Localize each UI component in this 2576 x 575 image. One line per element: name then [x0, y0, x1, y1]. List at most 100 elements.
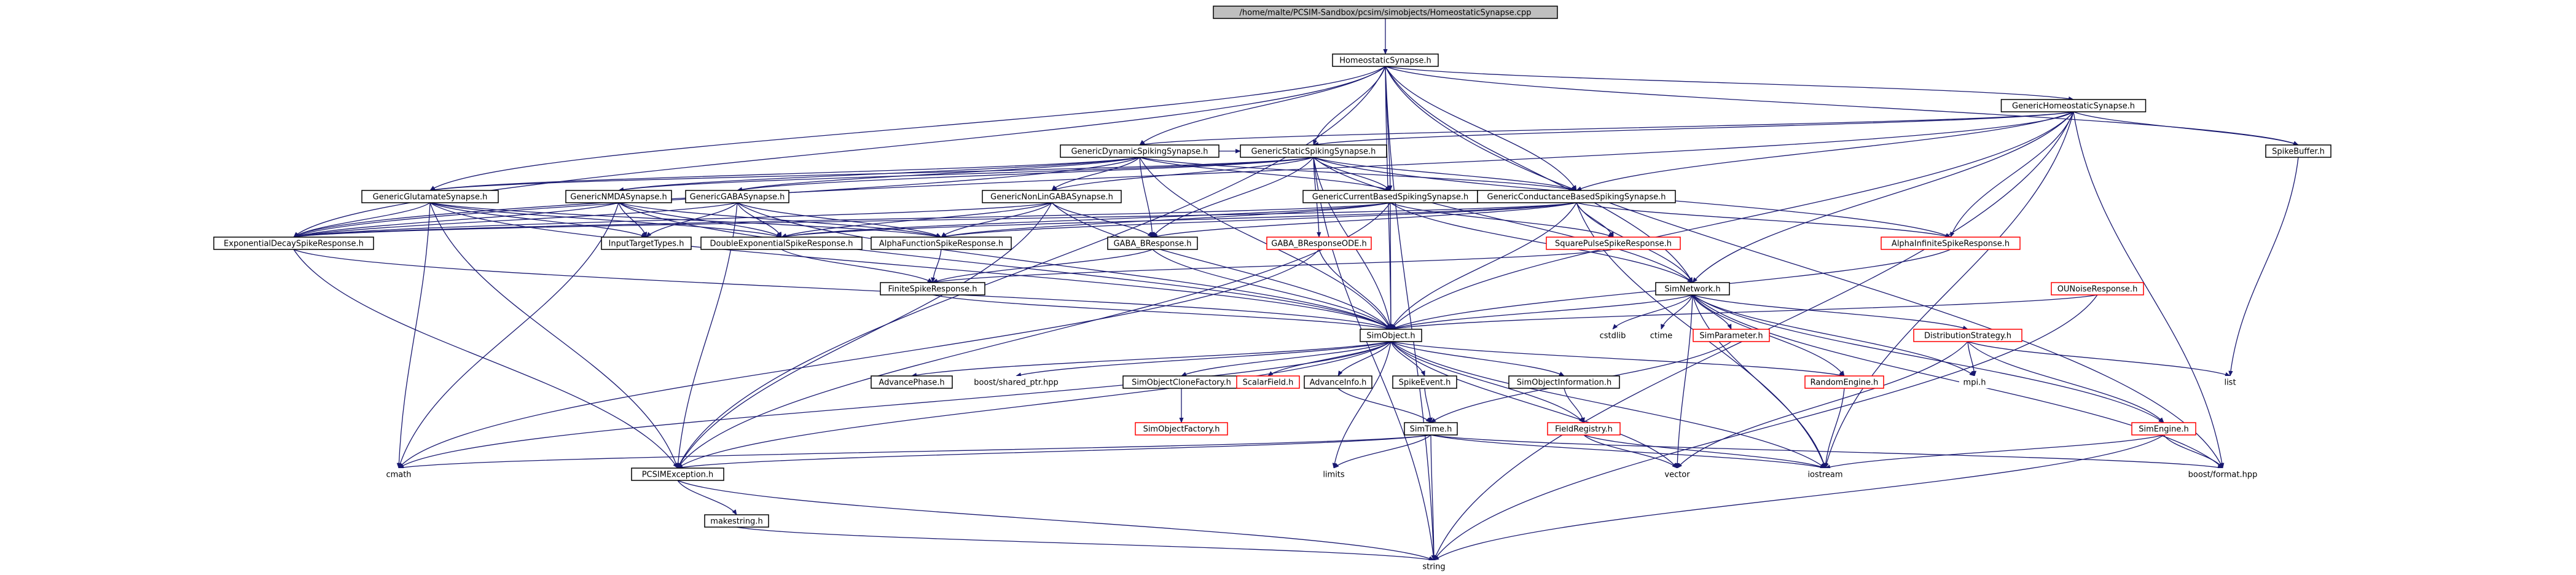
node-box-SimObjectInformation — [1508, 375, 1620, 389]
edge-GenericGlutamateSynapse-to-ExponentialDecaySpikeResponse — [293, 202, 431, 238]
edge-SimObject-to-FieldRegistry — [1390, 341, 1584, 423]
node-GenericStaticSpikingSynapse[interactable]: GenericStaticSpikingSynapse.h — [1240, 144, 1387, 158]
edge-SimEngine-to-iostream — [1825, 434, 2164, 469]
node-SimParameter[interactable]: SimParameter.h — [1693, 329, 1770, 342]
node-box-ExponentialDecaySpikeResponse — [213, 237, 374, 250]
node-box-GenericNonLinGABASynapse — [982, 190, 1122, 203]
node-label-GenericCurrentBasedSpikingSynapse: GenericCurrentBasedSpikingSynapse.h — [1312, 193, 1468, 202]
node-vector: vector — [1659, 468, 1696, 480]
node-label-root: /home/malte/PCSIM-Sandbox/pcsim/simobjec… — [1240, 9, 1532, 18]
node-bg-string — [1416, 560, 1452, 573]
node-label-GenericDynamicSpikingSynapse: GenericDynamicSpikingSynapse.h — [1071, 147, 1208, 157]
node-AdvanceInfo[interactable]: AdvanceInfo.h — [1304, 375, 1372, 389]
node-box-FiniteSpikeResponse — [880, 282, 985, 295]
node-bg-limits — [1317, 468, 1351, 480]
node-bg-mpi — [1959, 376, 1990, 388]
node-PCSIMException[interactable]: PCSIMException.h — [631, 467, 724, 481]
edge-GenericConductanceBasedSpikingSynapse-to-AlphaInfiniteSpikeResponse — [1576, 202, 1951, 238]
node-RandomEngine[interactable]: RandomEngine.h — [1804, 375, 1884, 389]
node-label-SpikeBuffer: SpikeBuffer.h — [2272, 147, 2325, 157]
node-bg-cmath — [380, 468, 418, 480]
node-SimObjectInformation[interactable]: SimObjectInformation.h — [1508, 375, 1620, 389]
edge-GenericDynamicSpikingSynapse-to-GenericGlutamateSynapse — [429, 157, 1140, 192]
edge-SimObject-to-cmath — [398, 341, 1392, 469]
node-box-SimNetwork — [1655, 282, 1730, 295]
edge-SpikeEvent-to-SimTime — [1424, 388, 1433, 423]
edge-GenericStaticSpikingSynapse-to-GenericGABASynapse — [737, 157, 1314, 192]
node-AlphaFunctionSpikeResponse[interactable]: AlphaFunctionSpikeResponse.h — [871, 237, 1012, 250]
node-label-ctime: ctime — [1650, 332, 1673, 341]
node-AdvancePhase[interactable]: AdvancePhase.h — [871, 375, 953, 389]
edge-GenericNMDASynapse-to-SimObject — [618, 202, 1392, 330]
edge-SimNetwork-to-SimEngine — [1692, 294, 2164, 423]
node-DistributionStrategy[interactable]: DistributionStrategy.h — [1913, 329, 2022, 342]
node-label-SimParameter: SimParameter.h — [1699, 332, 1763, 341]
node-GenericNMDASynapse[interactable]: GenericNMDASynapse.h — [565, 190, 672, 203]
node-ScalarField[interactable]: ScalarField.h — [1236, 375, 1300, 389]
edge-GenericCurrentBasedSpikingSynapse-to-SquarePulseSpikeResponse — [1390, 202, 1614, 238]
node-label-mpi: mpi.h — [1963, 378, 1986, 388]
node-OUNoiseResponse[interactable]: OUNoiseResponse.h — [2051, 282, 2144, 295]
node-SpikeEvent[interactable]: SpikeEvent.h — [1392, 375, 1457, 389]
node-FiniteSpikeResponse[interactable]: FiniteSpikeResponse.h — [880, 282, 985, 295]
node-label-RandomEngine: RandomEngine.h — [1811, 378, 1879, 388]
edge-OUNoiseResponse-to-string — [1433, 294, 2098, 561]
node-SimObjectCloneFactory[interactable]: SimObjectCloneFactory.h — [1122, 375, 1240, 389]
node-label-DistributionStrategy: DistributionStrategy.h — [1924, 332, 2011, 341]
node-GenericCurrentBasedSpikingSynapse[interactable]: GenericCurrentBasedSpikingSynapse.h — [1302, 190, 1478, 203]
node-GenericHomeostaticSynapse[interactable]: GenericHomeostaticSynapse.h — [2000, 99, 2147, 112]
node-ExponentialDecaySpikeResponse[interactable]: ExponentialDecaySpikeResponse.h — [213, 237, 374, 250]
node-InputTargetTypes[interactable]: InputTargetTypes.h — [601, 237, 692, 250]
edge-GenericGlutamateSynapse-to-SimObject — [429, 202, 1392, 330]
node-box-OUNoiseResponse — [2051, 282, 2144, 295]
node-DoubleExponentialSpikeResponse[interactable]: DoubleExponentialSpikeResponse.h — [700, 237, 863, 250]
node-label-PCSIMException: PCSIMException.h — [642, 471, 714, 480]
node-label-limits: limits — [1323, 471, 1345, 480]
node-SquarePulseSpikeResponse[interactable]: SquarePulseSpikeResponse.h — [1546, 237, 1681, 250]
node-bg-boost_format — [2179, 468, 2266, 480]
edge-DistributionStrategy-to-list — [1967, 341, 2231, 377]
edge-DistributionStrategy-to-vector — [1677, 341, 1968, 469]
node-SimTime[interactable]: SimTime.h — [1404, 422, 1458, 436]
node-box-GenericGlutamateSynapse — [361, 190, 499, 203]
node-GenericConductanceBasedSpikingSynapse[interactable]: GenericConductanceBasedSpikingSynapse.h — [1477, 190, 1676, 203]
node-HomeostaticSynapse[interactable]: HomeostaticSynapse.h — [1332, 53, 1439, 67]
node-GABA_BResponse[interactable]: GABA_BResponse.h — [1107, 237, 1198, 250]
node-SimObjectFactory[interactable]: SimObjectFactory.h — [1135, 422, 1228, 436]
node-GABA_BResponseODE[interactable]: GABA_BResponseODE.h — [1266, 237, 1372, 250]
node-GenericGlutamateSynapse[interactable]: GenericGlutamateSynapse.h — [361, 190, 499, 203]
edge-SimNetwork-to-boost_format — [1692, 294, 2223, 469]
node-AlphaInfiniteSpikeResponse[interactable]: AlphaInfiniteSpikeResponse.h — [1881, 237, 2021, 250]
edge-GenericNMDASynapse-to-ExponentialDecaySpikeResponse — [293, 202, 619, 238]
edge-GenericHomeostaticSynapse-to-ExponentialDecaySpikeResponse — [293, 111, 2074, 238]
node-SimObject[interactable]: SimObject.h — [1360, 329, 1422, 342]
node-box-GenericDynamicSpikingSynapse — [1060, 144, 1219, 158]
node-root[interactable]: /home/malte/PCSIM-Sandbox/pcsim/simobjec… — [1213, 6, 1558, 19]
node-GenericGABASynapse[interactable]: GenericGABASynapse.h — [685, 190, 789, 203]
edge-GenericConductanceBasedSpikingSynapse-to-DoubleExponentialSpikeResponse — [781, 202, 1577, 239]
edge-SimObject-to-AdvancePhase — [911, 341, 1392, 378]
node-box-FieldRegistry — [1547, 422, 1621, 436]
edge-GenericStaticSpikingSynapse-to-GenericGlutamateSynapse — [429, 157, 1314, 192]
node-SpikeBuffer[interactable]: SpikeBuffer.h — [2265, 144, 2331, 158]
node-SimNetwork[interactable]: SimNetwork.h — [1655, 282, 1730, 295]
edge-SimObject-to-SpikeEvent — [1390, 341, 1425, 377]
node-box-SimEngine — [2131, 422, 2196, 436]
edge-GenericGlutamateSynapse-to-DoubleExponentialSpikeResponse — [429, 202, 782, 238]
node-SimEngine[interactable]: SimEngine.h — [2131, 422, 2196, 436]
node-box-root — [1213, 6, 1558, 19]
node-GenericNonLinGABASynapse[interactable]: GenericNonLinGABASynapse.h — [982, 190, 1122, 203]
node-label-SimObjectInformation: SimObjectInformation.h — [1517, 378, 1612, 388]
edge-GenericHomeostaticSynapse-to-SpikeBuffer — [2073, 111, 2299, 146]
edge-SimObject-to-SimObjectCloneFactory — [1181, 341, 1392, 377]
edge-OUNoiseResponse-to-SimObject — [1390, 294, 2098, 331]
node-box-SquarePulseSpikeResponse — [1546, 237, 1681, 250]
edge-makestring-to-string — [736, 526, 1435, 562]
node-box-GenericNMDASynapse — [565, 190, 672, 203]
node-makestring[interactable]: makestring.h — [704, 514, 769, 528]
node-GenericDynamicSpikingSynapse[interactable]: GenericDynamicSpikingSynapse.h — [1060, 144, 1219, 158]
node-FieldRegistry[interactable]: FieldRegistry.h — [1547, 422, 1621, 436]
node-bg-ctime — [1645, 329, 1678, 342]
node-boost_shared_ptr: boost/shared_ptr.hpp — [963, 376, 1069, 388]
